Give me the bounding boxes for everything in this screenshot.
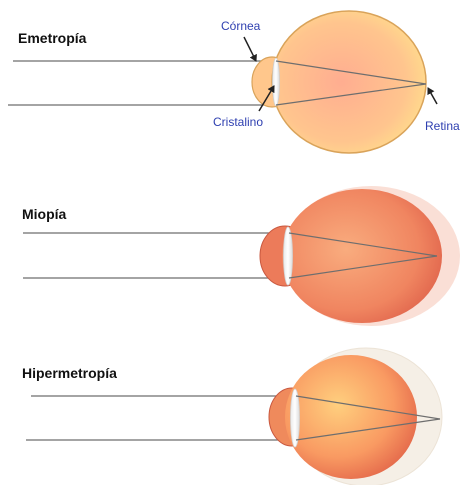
- eyeball: [282, 189, 442, 323]
- cornea-label: Córnea: [221, 19, 260, 33]
- eyeball: [285, 355, 417, 479]
- hipermetropia-title: Hipermetropía: [22, 365, 117, 381]
- cornea-pointer-arrow: [244, 37, 256, 61]
- emetropia-title: Emetropía: [18, 30, 86, 46]
- miopia-title: Miopía: [22, 206, 66, 222]
- eyeball: [272, 11, 426, 153]
- crystalline-lens: [273, 58, 280, 106]
- crystalline-lens: [291, 389, 300, 447]
- retina-label: Retina: [425, 119, 460, 133]
- crystalline-lens: [284, 227, 293, 285]
- retina-pointer-arrow: [428, 88, 437, 104]
- cristalino-label: Cristalino: [213, 115, 263, 129]
- miopia-panel: [23, 186, 460, 326]
